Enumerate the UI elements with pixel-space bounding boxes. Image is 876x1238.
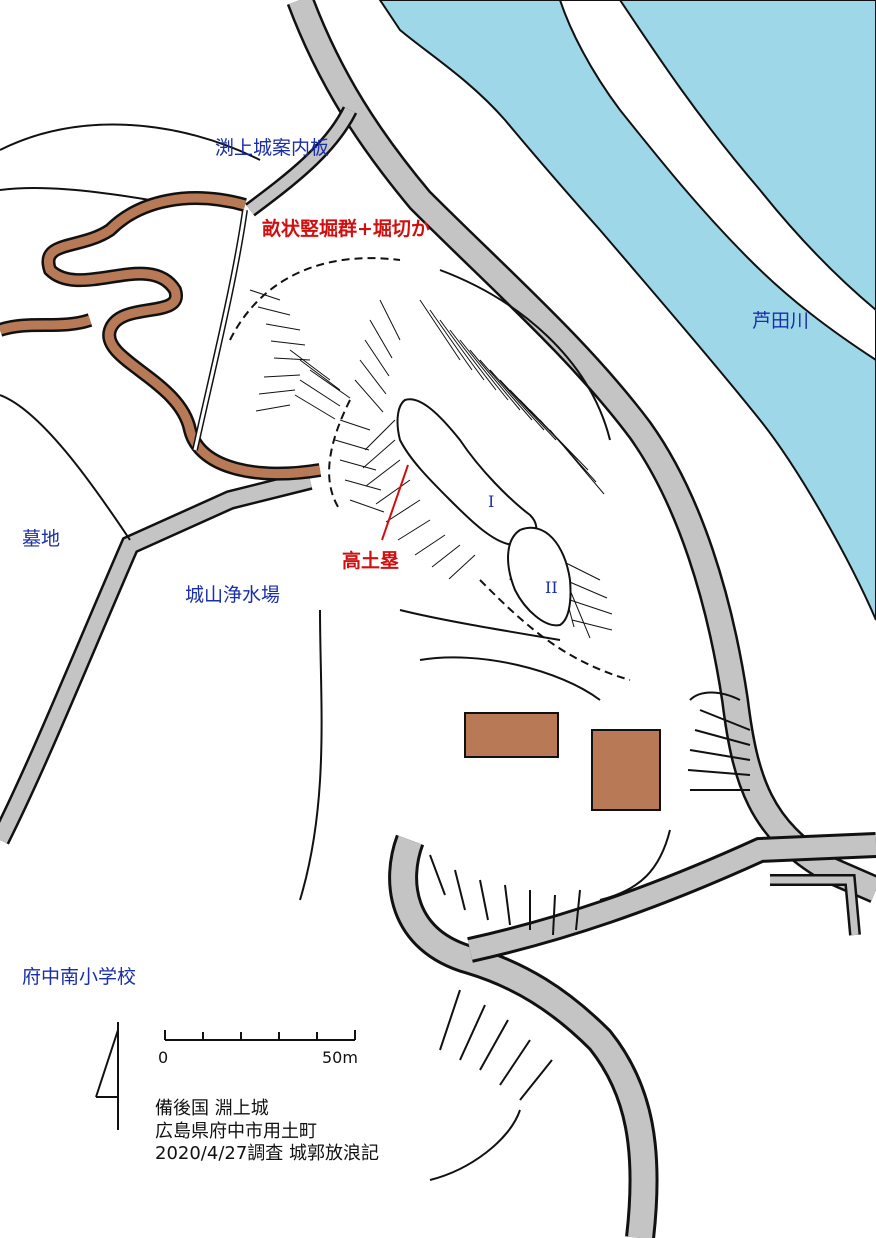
castle-boundary [229, 257, 631, 681]
scale-end-label: 50m [322, 1048, 358, 1067]
info-survey-date: 2020/4/27調査 城郭放浪記 [155, 1143, 380, 1164]
river-island [558, 0, 876, 362]
north-arrow [95, 1022, 119, 1130]
scale-start-label: 0 [158, 1048, 169, 1067]
label-earthwork: 高土塁 [342, 550, 400, 572]
info-province-castle: 備後国 淵上城 [155, 1098, 269, 1119]
kuruwa-2-outline [507, 527, 572, 627]
kuruwa-1-outline [396, 398, 538, 547]
building-west [464, 712, 559, 758]
info-address: 広島県府中市用土町 [155, 1120, 317, 1142]
label-trench-group: 畝状竪堀群+堀切か [262, 218, 430, 240]
label-school: 府中南小学校 [22, 966, 137, 988]
south-slope-lines [429, 989, 553, 1181]
label-kuruwa-2: II [545, 578, 558, 597]
building-east [591, 729, 661, 811]
label-river: 芦田川 [752, 310, 810, 332]
east-slope-lines [429, 691, 751, 936]
label-guide-board: 渕上城案内板 [215, 137, 330, 159]
scale-bar [164, 1030, 356, 1041]
label-cemetery: 墓地 [22, 528, 61, 550]
label-kuruwa-1: I [488, 492, 495, 511]
river-area [378, 0, 876, 621]
info-block: 備後国 淵上城 広島県府中市用土町 2020/4/27調査 城郭放浪記 [155, 1098, 379, 1166]
earthwork-pointer [381, 464, 409, 541]
label-water-plant: 城山浄水場 [185, 584, 281, 606]
